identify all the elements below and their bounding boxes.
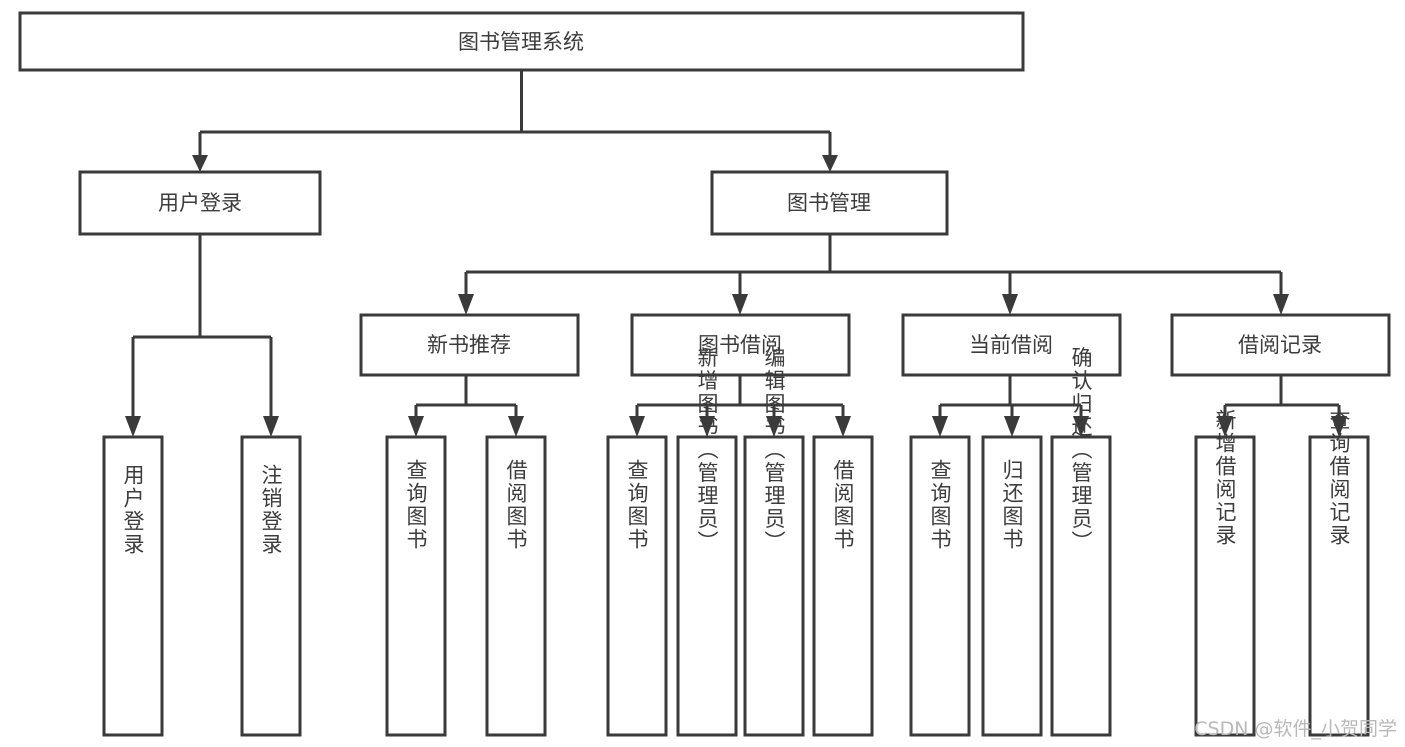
arrow-bb-child-3 xyxy=(766,416,782,437)
node-user-login[interactable]: 用户登录 xyxy=(78,170,322,236)
book-borrow-box[interactable] xyxy=(630,313,851,377)
arrow-cb-child-3 xyxy=(1073,416,1089,437)
leaf-borrow-book-1-label: 借阅图书 xyxy=(504,459,528,551)
node-book-management[interactable]: 图书管理 xyxy=(710,170,949,236)
leaf-logout-label: 注销登录 xyxy=(259,464,283,556)
book-borrow-label: 图书借阅 xyxy=(698,333,782,357)
user-login-box[interactable] xyxy=(78,170,322,236)
leaf-query-book-2-box[interactable] xyxy=(606,435,668,737)
leaf-add-book-admin-box[interactable] xyxy=(676,435,738,737)
leaf-query-borrow-record-label: 查询借阅记录 xyxy=(1327,409,1351,547)
arrow-to-leaf-logout xyxy=(263,416,279,437)
current-borrow-label: 当前借阅 xyxy=(969,333,1053,357)
node-current-borrow[interactable]: 当前借阅 xyxy=(901,313,1122,377)
leaf-borrow-book-2-box[interactable] xyxy=(812,435,874,737)
leaf-query-book-1-label: 查询图书 xyxy=(404,459,428,551)
csdn-watermark: CSDN @软件_小贺同学 xyxy=(1194,718,1397,740)
leaf-borrow-book-2-label: 借阅图书 xyxy=(831,459,855,551)
borrow-record-label: 借阅记录 xyxy=(1238,333,1322,357)
arrow-nbr-child-2 xyxy=(508,416,524,437)
arrow-nbr-child-1 xyxy=(408,416,424,437)
node-borrow-record[interactable]: 借阅记录 xyxy=(1170,313,1391,377)
node-root[interactable]: 图书管理系统 xyxy=(18,11,1025,72)
arrow-to-new-book-recommend xyxy=(458,294,474,315)
book-management-box[interactable] xyxy=(710,170,949,236)
current-borrow-box[interactable] xyxy=(901,313,1122,377)
node-leaf-query-borrow-record[interactable]: 查询借阅记录 xyxy=(1308,409,1370,737)
leaf-return-book-box[interactable] xyxy=(981,435,1043,737)
new-book-recommend-label: 新书推荐 xyxy=(427,333,511,357)
node-leaf-add-book-admin[interactable]: 新增图书（管理员） xyxy=(676,347,738,737)
node-leaf-confirm-return-admin[interactable]: 确认归还（管理员） xyxy=(1050,347,1112,737)
leaf-user-login-label: 用户登录 xyxy=(121,464,145,556)
connector-layer xyxy=(125,70,1347,437)
root-label: 图书管理系统 xyxy=(458,30,584,54)
arrow-cb-child-2 xyxy=(1004,416,1020,437)
arrow-to-book-management xyxy=(822,155,838,172)
node-new-book-recommend[interactable]: 新书推荐 xyxy=(359,313,580,377)
leaf-query-borrow-record-box[interactable] xyxy=(1308,435,1370,737)
leaf-return-book-label: 归还图书 xyxy=(1000,459,1024,551)
arrow-to-current-borrow xyxy=(1002,294,1018,315)
leaf-query-book-3-box[interactable] xyxy=(909,435,971,737)
leaf-logout-box[interactable] xyxy=(240,435,302,737)
node-book-borrow[interactable]: 图书借阅 xyxy=(630,313,851,377)
user-login-label: 用户登录 xyxy=(158,191,242,215)
leaf-borrow-book-1-box[interactable] xyxy=(485,435,547,737)
node-leaf-borrow-book-1[interactable]: 借阅图书 xyxy=(485,435,547,737)
node-leaf-query-book-3[interactable]: 查询图书 xyxy=(909,435,971,737)
arrow-bb-child-1 xyxy=(629,416,645,437)
leaf-query-book-2-label: 查询图书 xyxy=(625,459,649,551)
arrow-bb-child-2 xyxy=(699,416,715,437)
node-leaf-edit-book-admin[interactable]: 编辑图书（管理员） xyxy=(743,347,805,737)
arrow-to-book-borrow xyxy=(732,294,748,315)
node-leaf-add-borrow-record[interactable]: 新增借阅记录 xyxy=(1194,409,1256,737)
arrow-to-leaf-user-login xyxy=(125,416,141,437)
leaf-add-borrow-record-box[interactable] xyxy=(1194,435,1256,737)
leaf-add-book-admin-label: 新增图书（管理员） xyxy=(695,347,719,554)
node-leaf-logout[interactable]: 注销登录 xyxy=(240,435,302,737)
node-leaf-query-book-2[interactable]: 查询图书 xyxy=(606,435,668,737)
arrow-bb-child-4 xyxy=(835,416,851,437)
new-book-recommend-box[interactable] xyxy=(359,313,580,377)
leaf-user-login-box[interactable] xyxy=(102,435,164,737)
leaf-edit-book-admin-label: 编辑图书（管理员） xyxy=(762,347,786,554)
arrow-cb-child-1 xyxy=(932,416,948,437)
node-leaf-return-book[interactable]: 归还图书 xyxy=(981,435,1043,737)
root-box[interactable] xyxy=(18,11,1025,72)
leaf-add-borrow-record-label: 新增借阅记录 xyxy=(1213,409,1237,547)
leaf-confirm-return-admin-box[interactable] xyxy=(1050,435,1112,737)
arrow-to-user-login xyxy=(192,155,208,172)
node-leaf-borrow-book-2[interactable]: 借阅图书 xyxy=(812,435,874,737)
leaf-confirm-return-admin-label: 确认归还（管理员） xyxy=(1069,347,1093,554)
arrow-br-child-2 xyxy=(1331,416,1347,437)
arrow-br-child-1 xyxy=(1217,416,1233,437)
leaf-query-book-1-box[interactable] xyxy=(385,435,447,737)
node-leaf-user-login[interactable]: 用户登录 xyxy=(102,435,164,737)
leaf-edit-book-admin-box[interactable] xyxy=(743,435,805,737)
leaf-query-book-3-label: 查询图书 xyxy=(928,459,952,551)
arrow-to-borrow-record xyxy=(1273,294,1289,315)
node-leaf-query-book-1[interactable]: 查询图书 xyxy=(385,435,447,737)
book-management-label: 图书管理 xyxy=(787,191,871,215)
borrow-record-box[interactable] xyxy=(1170,313,1391,377)
